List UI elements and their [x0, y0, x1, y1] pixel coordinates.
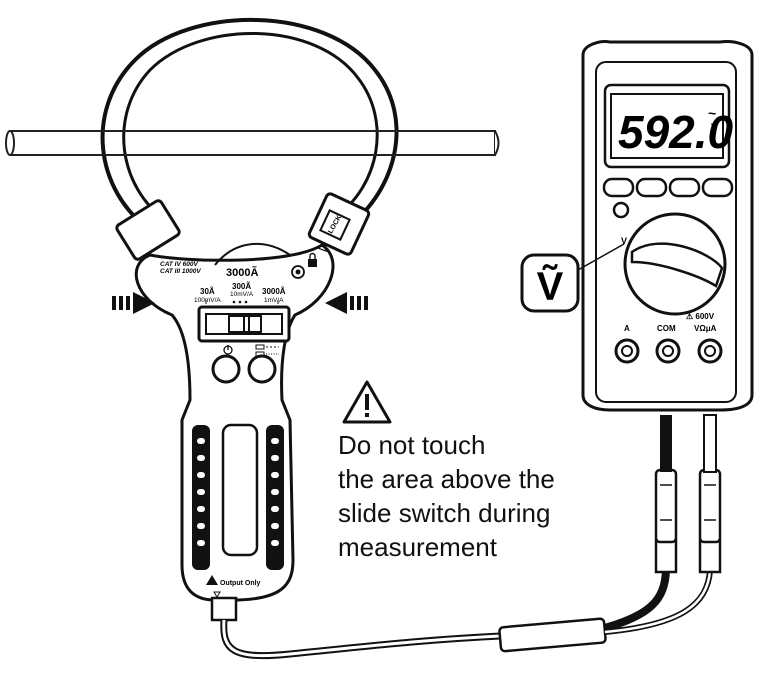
meter-function-buttons [602, 177, 734, 219]
double-insulation-icon [291, 265, 305, 279]
output-only-label: Output Only [206, 575, 261, 598]
range-300-ratio: 10mV/A [230, 291, 254, 298]
function-button-2 [635, 177, 668, 198]
conductor-cable [5, 130, 500, 156]
squeeze-arrow-right [325, 292, 368, 314]
jack-com-label: COM [657, 324, 676, 333]
callout-symbol: Ṽ [537, 263, 564, 309]
range-30-ratio: 100mV/A [194, 297, 221, 304]
cat-iii-text: CAT III 1000V [160, 268, 201, 275]
triangle-marker-icon [316, 241, 327, 252]
clamp-head-right: LOCK [307, 192, 371, 256]
range-30-amps: 30Ã [200, 287, 215, 296]
warning-line-2: the area above the [338, 464, 555, 494]
warning-icon [342, 380, 392, 424]
battery-test-button [247, 344, 279, 384]
jack-rating-note: ⚠ 600V [686, 312, 715, 321]
range-300-amps: 300Ã [232, 282, 251, 291]
lock-icon [308, 252, 317, 267]
test-lead-red [604, 414, 722, 635]
warning-line-3: slide switch during [338, 498, 551, 528]
range-max-label: 3000Ã [226, 266, 258, 279]
handle-grip-left [192, 425, 210, 570]
cat-rating: CAT IV 600V CAT III 1000V [160, 261, 201, 275]
cat-iv-text: CAT IV 600V [160, 261, 198, 268]
meter-display: 592.0 ~ V [610, 93, 734, 159]
jack-v-label: VΩμA [694, 324, 717, 333]
warning-text: Do not touch the area above the slide sw… [338, 428, 555, 564]
display-unit: V [711, 122, 719, 134]
input-jacks: A COM VΩμA ⚠ 600V [614, 312, 723, 364]
rotary-dial: V [621, 212, 727, 316]
range-3000-amps: 3000Ã [262, 287, 286, 296]
output-only-text: Output Only [220, 580, 261, 587]
handle-grip-right [266, 425, 284, 570]
flexible-clamp-loop [100, 18, 399, 232]
dial-position-label: V [621, 236, 627, 246]
range-3000-ratio: 1mV/A [264, 297, 284, 304]
range-labels: 30Ã 100mV/A 300Ã 10mV/A 3000Ã 1mV/A [194, 282, 286, 304]
small-round-button [612, 201, 630, 219]
output-cable [210, 596, 607, 660]
power-button [211, 345, 241, 384]
function-button-3 [668, 177, 701, 198]
test-lead-black [603, 415, 678, 632]
display-value: 592.0 [618, 106, 734, 158]
function-button-4 [701, 177, 734, 198]
range-slide-switch [197, 305, 291, 343]
warning-line-4: measurement [338, 532, 497, 562]
handle-center-panel [221, 423, 259, 557]
conductor-cable-front [100, 130, 420, 156]
clamp-head-left [115, 199, 181, 261]
display-ac-symbol: ~ [708, 105, 716, 121]
dial-callout: Ṽ [520, 243, 625, 313]
jack-a-label: A [624, 324, 630, 333]
squeeze-arrow-left [112, 292, 155, 314]
function-button-1 [602, 177, 635, 198]
warning-line-1: Do not touch [338, 430, 486, 460]
